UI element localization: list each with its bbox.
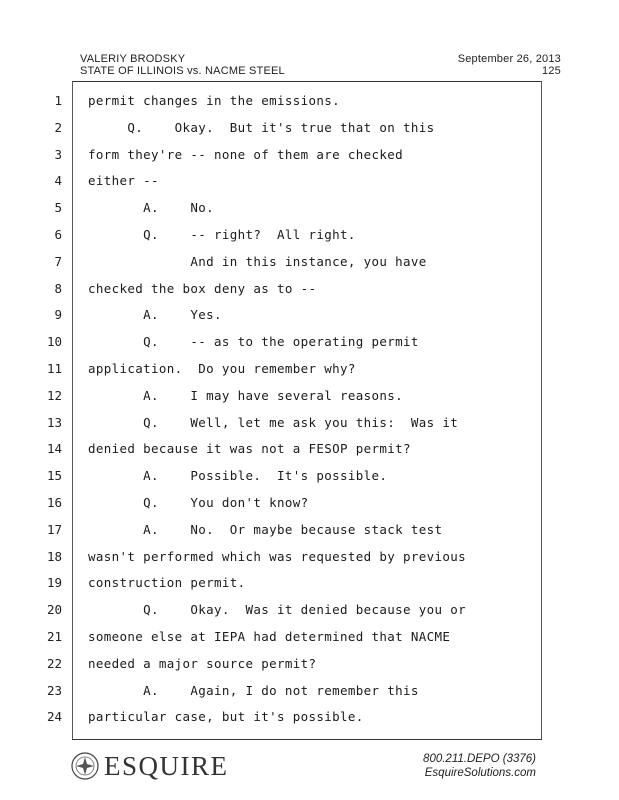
transcript-line: 14 denied because it was not a FESOP perm… <box>0 436 619 462</box>
page-number: 125 <box>542 65 561 77</box>
line-number: 5 <box>54 200 62 216</box>
line-number: 15 <box>46 468 62 484</box>
line-number: 8 <box>54 280 62 296</box>
line-text: A. Again, I do not remember this <box>88 682 419 698</box>
line-number: 24 <box>46 709 62 725</box>
line-text: wasn't performed which was requested by … <box>88 548 467 564</box>
transcript-line: 19 construction permit. <box>0 570 619 596</box>
line-number: 3 <box>54 146 62 162</box>
line-text: application. Do you remember why? <box>88 361 356 376</box>
line-number: 7 <box>54 253 62 269</box>
line-text: Q. Well, let me ask you this: Was it <box>88 414 459 430</box>
line-text: either -- <box>88 173 159 189</box>
line-number: 20 <box>46 602 62 618</box>
transcript-header-left: VALERIY BRODSKY STATE OF ILLINOIS vs. NA… <box>80 53 285 77</box>
line-number: 13 <box>46 414 62 430</box>
transcript-line: 18 wasn't performed which was requested b… <box>0 544 619 570</box>
line-text: particular case, but it's possible. <box>88 709 364 725</box>
right-margin-rule <box>541 81 542 739</box>
line-text: construction permit. <box>88 575 246 591</box>
transcript-line: 15 A. Possible. It's possible. <box>0 463 619 489</box>
transcript-line: 4 either -- <box>0 168 619 194</box>
line-text: permit changes in the emissions. <box>88 93 341 108</box>
witness-name: VALERIY BRODSKY <box>80 53 186 65</box>
transcript-line: 12 A. I may have several reasons. <box>0 383 619 409</box>
transcript-line: 20 Q. Okay. Was it denied because you or <box>0 597 619 623</box>
line-text: someone else at IEPA had determined that… <box>88 629 451 644</box>
transcript-line: 21 someone else at IEPA had determined th… <box>0 624 619 650</box>
transcript-line: 13 Q. Well, let me ask you this: Was it <box>0 410 619 436</box>
transcript-line: 9 A. Yes. <box>0 302 619 328</box>
phone-number: 800.211.DEPO (3376) <box>423 753 536 765</box>
contact-info: 800.211.DEPO (3376) EsquireSolutions.com <box>423 752 536 780</box>
line-text: A. Yes. <box>88 307 222 323</box>
line-number: 18 <box>46 548 62 564</box>
line-number: 12 <box>46 387 62 403</box>
line-number: 21 <box>46 629 62 644</box>
line-number: 2 <box>54 119 62 135</box>
transcript-line: 11 application. Do you remember why? <box>0 356 619 382</box>
brand-name: ESQUIRE <box>104 751 229 781</box>
line-text: Q. Okay. Was it denied because you or <box>88 602 467 618</box>
line-text: denied because it was not a FESOP permit… <box>88 441 411 457</box>
case-caption: STATE OF ILLINOIS vs. NACME STEEL <box>80 65 285 77</box>
transcript-line: 3 form they're -- none of them are checke… <box>0 142 619 168</box>
transcript-line: 24 particular case, but it's possible. <box>0 704 619 730</box>
line-text: A. I may have several reasons. <box>88 387 404 403</box>
line-text: Q. You don't know? <box>88 495 309 510</box>
transcript-line: 2 Q. Okay. But it's true that on this <box>0 115 619 141</box>
line-number: 9 <box>54 307 62 323</box>
transcript-line: 10 Q. -- as to the operating permit <box>0 329 619 355</box>
line-text: Q. Okay. But it's true that on this <box>88 119 435 135</box>
line-number: 14 <box>46 441 62 457</box>
line-text: needed a major source permit? <box>88 655 317 671</box>
transcript-line: 23 A. Again, I do not remember this <box>0 678 619 704</box>
transcript-line: 7 And in this instance, you have <box>0 249 619 275</box>
transcript-line: 5 A. No. <box>0 195 619 221</box>
line-number: 11 <box>46 361 62 376</box>
website: EsquireSolutions.com <box>424 767 536 779</box>
line-number: 4 <box>54 173 62 189</box>
line-text: A. Possible. It's possible. <box>88 468 388 484</box>
line-number: 23 <box>46 682 62 698</box>
line-text: form they're -- none of them are checked <box>88 146 404 162</box>
top-rule <box>72 81 542 82</box>
transcript-header-right: September 26, 2013 125 <box>458 53 561 77</box>
transcript-line: 16 Q. You don't know? <box>0 490 619 516</box>
line-number: 22 <box>46 655 62 671</box>
transcript-line: 8 checked the box deny as to -- <box>0 276 619 302</box>
line-number: 1 <box>54 93 62 108</box>
line-text: And in this instance, you have <box>88 253 427 269</box>
line-number: 6 <box>54 227 62 242</box>
left-margin-rule <box>72 81 73 739</box>
line-text: checked the box deny as to -- <box>88 280 317 296</box>
line-number: 16 <box>46 495 62 510</box>
bottom-rule <box>72 739 542 740</box>
transcript-line: 6 Q. -- right? All right. <box>0 222 619 248</box>
line-number: 17 <box>46 521 62 537</box>
line-number: 19 <box>46 575 62 591</box>
line-text: Q. -- right? All right. <box>88 227 356 242</box>
transcript-line: 17 A. No. Or maybe because stack test <box>0 517 619 543</box>
line-text: A. No. <box>88 200 215 216</box>
line-text: Q. -- as to the operating permit <box>88 334 419 350</box>
transcript-line: 1 permit changes in the emissions. <box>0 88 619 114</box>
line-number: 10 <box>46 334 62 350</box>
line-text: A. No. Or maybe because stack test <box>88 521 443 537</box>
seal-icon <box>71 752 99 780</box>
esquire-logo: ESQUIRE <box>70 748 229 784</box>
deposition-date: September 26, 2013 <box>457 53 561 65</box>
transcript-line: 22 needed a major source permit? <box>0 651 619 677</box>
